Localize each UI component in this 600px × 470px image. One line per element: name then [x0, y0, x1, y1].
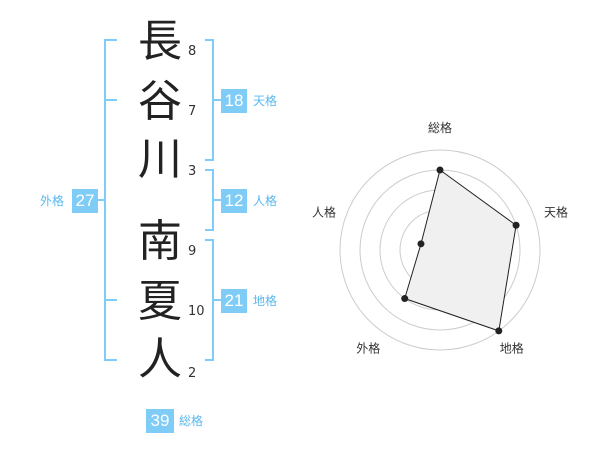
gaikaku-badge: 27 — [72, 189, 98, 213]
radar-point-5 — [417, 240, 425, 248]
radar-axis-label-1: 総格 — [428, 120, 452, 135]
name-char-2: 谷 — [138, 76, 182, 127]
tenkaku-badge: 18 — [221, 89, 247, 113]
radar-series-polygon — [404, 169, 517, 332]
radar-point-3 — [495, 327, 503, 335]
stroke-count-1: 8 — [188, 44, 197, 59]
chikaku-badge: 21 — [221, 289, 247, 313]
radar-point-4 — [401, 295, 409, 303]
name-char-3: 川 — [138, 134, 182, 185]
radar-axis-label-2: 天格 — [544, 204, 568, 219]
stroke-count-5: 10 — [188, 304, 205, 319]
radar-axis-label-4: 外格 — [356, 341, 380, 356]
name-char-4: 南 — [138, 216, 182, 267]
jinkaku-label: 人格 — [253, 194, 278, 208]
radar-point-1 — [436, 166, 444, 174]
radar-axis-label-5: 人格 — [312, 204, 336, 219]
soukaku-label: 総格 — [179, 414, 204, 428]
jinkaku-badge: 12 — [221, 189, 247, 213]
radar-ring — [339, 149, 541, 351]
chikaku-label: 地格 — [253, 294, 278, 308]
gaikaku-label: 外格 — [40, 194, 65, 208]
soukaku-badge: 39 — [146, 409, 174, 433]
name-char-1: 長 — [138, 16, 182, 67]
radar-point-2 — [512, 221, 520, 229]
tenkaku-label: 天格 — [253, 94, 278, 108]
name-char-5: 夏 — [138, 276, 182, 327]
stroke-count-4: 9 — [188, 244, 197, 259]
stroke-count-6: 2 — [188, 366, 197, 381]
radar-axis-label-3: 地格 — [500, 341, 524, 356]
stroke-count-3: 3 — [188, 164, 197, 179]
name-char-6: 人 — [138, 334, 182, 385]
stroke-count-2: 7 — [188, 104, 197, 119]
